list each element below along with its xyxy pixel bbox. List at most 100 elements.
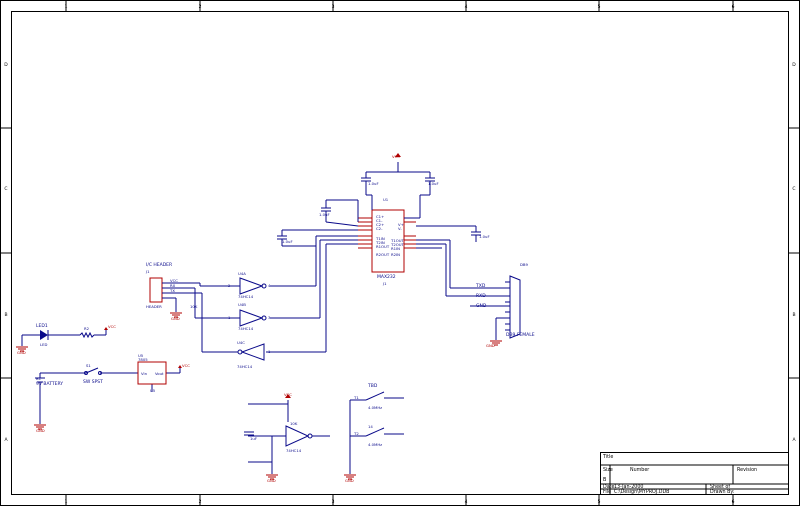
sheet-label: Sheet of: [710, 484, 730, 490]
db9-designator: DB9: [520, 262, 529, 267]
title-label: Title: [602, 454, 613, 460]
svg-text:3: 3: [268, 315, 271, 320]
inverter-1-icon: [239, 277, 264, 295]
gnd-osc-label: GND: [345, 478, 354, 483]
sw-label: SW SPST: [83, 379, 103, 385]
c1-label: 1.0uF: [368, 181, 379, 186]
file-label: File: [603, 489, 611, 495]
inverter-2-icon: [239, 309, 264, 327]
net-rxd: RXD: [476, 293, 486, 299]
gnd-led-label: GND: [17, 350, 26, 355]
vcc-max232-icon: [395, 153, 401, 157]
title-block: [600, 452, 789, 495]
db9-part: DB9 FEMALE: [506, 332, 535, 338]
j1-pin-rx: RX: [170, 283, 176, 288]
vcc-max232-label: VCC: [392, 154, 400, 159]
zone-bottom-4: 4: [465, 499, 468, 505]
u1-part: MAX232: [377, 274, 396, 280]
gnd-reset-icon: [266, 474, 278, 480]
zone-right-B: B: [792, 312, 795, 318]
zone-right-C: C: [792, 186, 795, 192]
zone-top-1: 1: [65, 4, 68, 10]
u1-designator: U1: [383, 197, 389, 202]
vcc-led-label: VCC: [108, 324, 116, 329]
pin-c1n: C1-: [376, 218, 383, 223]
gnd-bat-label: GND: [36, 428, 45, 433]
reg-part: 7805: [138, 357, 148, 362]
zone-bottom-1: 1: [65, 499, 68, 505]
j1-pin-tx: TX: [169, 288, 175, 293]
bat-label: 9V BATTERY: [36, 381, 63, 387]
vcc-reset-label: VCC: [284, 392, 292, 397]
r2-label: R2: [84, 326, 90, 331]
svg-text:1: 1: [268, 349, 271, 354]
inv3-label: U4C: [237, 340, 245, 345]
pin-r2out: R2OUT: [376, 252, 390, 257]
reg-ref: U5: [150, 388, 156, 393]
number-label: Number: [630, 467, 649, 473]
zone-left-B: B: [4, 312, 7, 318]
gnd-db9-label: GND: [486, 343, 495, 348]
reset-inverter-icon: [285, 425, 310, 447]
gnd-j1-icon: [170, 312, 182, 318]
zone-top-5: 5: [598, 4, 601, 10]
c2-label: 1.0uF: [428, 181, 439, 186]
zone-right-A: A: [792, 437, 796, 443]
zone-top-4: 4: [465, 4, 468, 10]
inverter-3-icon: [240, 343, 265, 361]
pin-c2p: C2+: [376, 222, 384, 227]
inv2-part: 74HC14: [238, 326, 254, 331]
zone-left-D: D: [4, 62, 8, 68]
osc2-pin: 14: [368, 424, 373, 429]
size-value: B: [603, 477, 606, 483]
net-txd: TXD: [475, 283, 486, 289]
led-value: LED: [40, 342, 48, 347]
regulator-chip: [137, 361, 167, 385]
gnd-reset-label: GND: [267, 478, 276, 483]
osc1-label: 4.0MHz: [368, 405, 382, 410]
t2-label: T2: [353, 431, 359, 436]
pin-t2in: T2IN: [375, 240, 385, 245]
inv1-part: 74HC14: [238, 294, 254, 299]
zone-left-A: A: [4, 437, 8, 443]
inv1-label: U4A: [238, 271, 246, 276]
revision-label: Revision: [737, 467, 757, 473]
c4-label: 1.0uF: [282, 239, 293, 244]
net-gnd-db9: GND: [476, 303, 487, 309]
vcc-reg-label: VCC: [182, 363, 190, 368]
inv2-label: U4B: [238, 302, 246, 307]
j1-pin-vcc: VCC: [170, 278, 178, 283]
j1-title: I/C HEADER: [146, 262, 172, 268]
t1-label: T1: [353, 395, 359, 400]
zone-bottom-6: 6: [732, 499, 735, 505]
zone-top-6: 6: [732, 4, 735, 10]
inv3-part: 74HC14: [237, 364, 253, 369]
date-value: 13-Jan-2000: [614, 484, 643, 490]
osc-title: TBD: [367, 383, 378, 389]
pin-t2out: T2OUT: [390, 242, 405, 247]
j1-part: HEADER: [146, 304, 162, 309]
zone-left-C: C: [4, 186, 7, 192]
zone-top-3: 3: [332, 4, 335, 10]
j1-designator: J1: [145, 269, 150, 274]
pin-vplus: V+: [398, 222, 404, 227]
gnd-led-icon: [16, 346, 28, 352]
gnd-j1-label: GND: [171, 316, 180, 321]
zone-bottom-2: 2: [199, 499, 202, 505]
osc2-label: 4.0MHz: [368, 442, 382, 447]
pin-c1p: C1+: [376, 214, 384, 219]
size-label: Size: [603, 467, 613, 473]
zone-right-D: D: [792, 62, 796, 68]
pin-vminus: V-: [398, 226, 402, 231]
gnd-osc-icon: [344, 474, 356, 480]
db9-connector: [509, 275, 521, 339]
pin-r1in: R1IN: [391, 246, 400, 251]
date-label: Date: [603, 484, 615, 490]
gnd-bat-icon: [34, 424, 46, 430]
gnd-db9-icon: [490, 340, 502, 346]
reset-r-label: 10K: [290, 421, 298, 426]
r1-label: 10K: [190, 304, 198, 309]
pin-c2n: C2-: [376, 226, 383, 231]
